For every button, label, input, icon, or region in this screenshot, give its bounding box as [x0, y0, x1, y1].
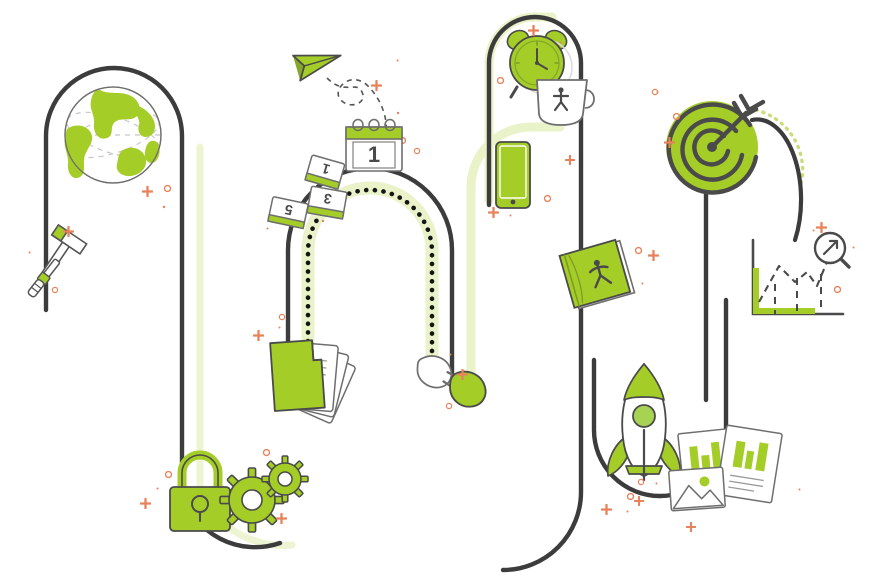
- paper-plane-icon: [292, 54, 342, 82]
- dot-sparkle: [626, 510, 629, 513]
- dot-sparkle: [162, 205, 166, 209]
- padlock-icon: [169, 450, 231, 532]
- rocket-icon: [606, 363, 682, 482]
- plus-sparkle: [528, 25, 539, 36]
- book-icon: [558, 238, 636, 310]
- plus-sparkle: [648, 250, 659, 261]
- dot-sparkle: [396, 111, 400, 115]
- ring-sparkle: [262, 448, 271, 457]
- ring-sparkle: [634, 246, 643, 255]
- dot-sparkle: [655, 482, 658, 485]
- plus-sparkle: [488, 207, 499, 218]
- ring-sparkle: [163, 184, 172, 193]
- magnifier-arrow-icon: [813, 231, 851, 269]
- plus-sparkle: [601, 504, 612, 515]
- ring-sparkle: [833, 285, 842, 294]
- plus-sparkle: [565, 155, 575, 165]
- ring-sparkle: [496, 76, 505, 85]
- plus-sparkle: [253, 330, 264, 341]
- dot-sparkle: [278, 326, 281, 329]
- dot-sparkle: [28, 251, 31, 254]
- report-bar-group: [689, 441, 722, 473]
- dot-sparkle: [852, 246, 855, 249]
- folder-documents-icon: [269, 339, 356, 424]
- dot-sparkle: [266, 227, 269, 230]
- plus-sparkle: [634, 496, 644, 506]
- gears-icon: [219, 455, 309, 533]
- day-card-3: 3: [306, 185, 348, 220]
- globe-icon: [64, 86, 162, 184]
- plus-sparkle: [142, 186, 153, 197]
- dot-sparkle: [449, 353, 452, 356]
- report-documents-icon: [668, 424, 783, 512]
- target-drop-path: [703, 117, 804, 403]
- plus-sparkle: [686, 522, 696, 532]
- day-card-5-label: 5: [283, 201, 294, 218]
- dot-sparkle: [509, 214, 512, 217]
- globe-loop-path: [43, 65, 283, 550]
- dot-sparkle: [559, 41, 562, 44]
- ring-sparkle: [413, 147, 421, 155]
- screwdriver-icon: [27, 258, 61, 298]
- plus-sparkle: [140, 498, 151, 509]
- calendar-icon: 1: [345, 118, 403, 172]
- dot-sparkle: [812, 229, 815, 232]
- paper-plane-trail: [326, 77, 388, 141]
- ring-sparkle: [445, 402, 453, 410]
- dot-sparkle: [396, 59, 399, 62]
- plus-sparkle: [816, 222, 827, 233]
- ring-sparkle: [637, 478, 645, 486]
- dot-sparkle: [641, 282, 644, 285]
- day-card-3-label: 3: [322, 190, 333, 207]
- dot-sparkle: [156, 487, 159, 490]
- plug-green-icon: [449, 370, 487, 408]
- smartphone-icon: [495, 141, 531, 209]
- day-card-1: 1: [304, 154, 346, 191]
- ring-sparkle: [51, 286, 59, 294]
- ring-sparkle: [543, 194, 552, 203]
- day-card-5: 5: [267, 196, 309, 230]
- ring-sparkle: [278, 313, 286, 321]
- dot-sparkle: [798, 488, 801, 491]
- coffee-cup-icon: [536, 79, 595, 126]
- ring-sparkle: [164, 470, 173, 479]
- target-dartboard-icon: [666, 93, 766, 195]
- dot-sparkle: [321, 219, 325, 223]
- plus-sparkle: [371, 80, 382, 91]
- ring-sparkle: [626, 492, 635, 501]
- plus-sparkle: [276, 513, 287, 524]
- clock-loop-path: [486, 14, 584, 573]
- dotted-guide-path: [305, 187, 435, 379]
- calendar-day-number: 1: [368, 142, 380, 167]
